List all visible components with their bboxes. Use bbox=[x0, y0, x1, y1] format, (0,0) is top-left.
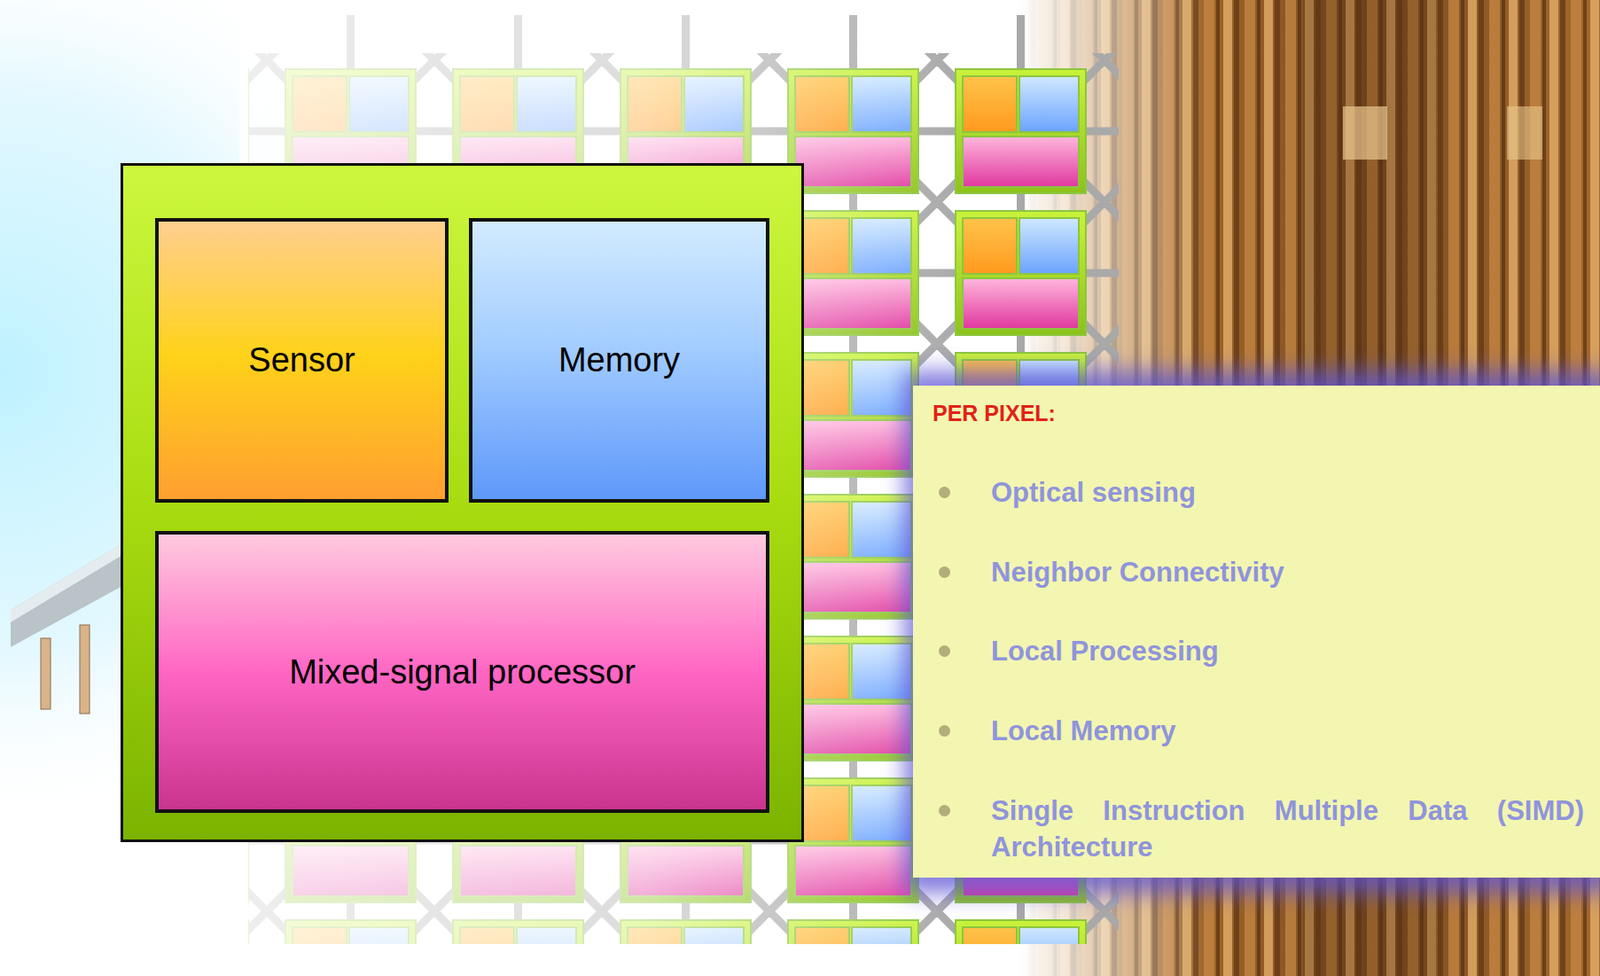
block-label: Mixed-signal processor bbox=[288, 653, 636, 692]
bullet-dot bbox=[938, 566, 951, 578]
panel-glow bbox=[904, 370, 1600, 894]
processor-box: Mixed-signal processor bbox=[155, 530, 770, 813]
memory-box: Memory bbox=[468, 218, 770, 503]
panel-heading: PER PIXEL: bbox=[932, 400, 1056, 427]
bullet-dot bbox=[938, 804, 951, 817]
chip-package bbox=[10, 542, 125, 714]
bullet-dot bbox=[938, 645, 951, 657]
block-label: Memory bbox=[558, 341, 680, 380]
feature-item: Optical sensing bbox=[991, 474, 1585, 511]
feature-item: Local Processing bbox=[991, 632, 1585, 670]
bullet-dot bbox=[938, 725, 951, 737]
feature-panel: PER PIXEL: Optical sensingNeighbor Connec… bbox=[913, 385, 1600, 878]
feature-item: Local Memory bbox=[991, 712, 1585, 750]
block-label: Sensor bbox=[248, 341, 355, 380]
feature-item: Neighbor Connectivity bbox=[991, 554, 1585, 591]
sensor-box: Sensor bbox=[155, 218, 449, 503]
bullet-dot bbox=[938, 486, 951, 499]
feature-item: Single Instruction Multiple Data (SIMD) … bbox=[991, 792, 1585, 866]
